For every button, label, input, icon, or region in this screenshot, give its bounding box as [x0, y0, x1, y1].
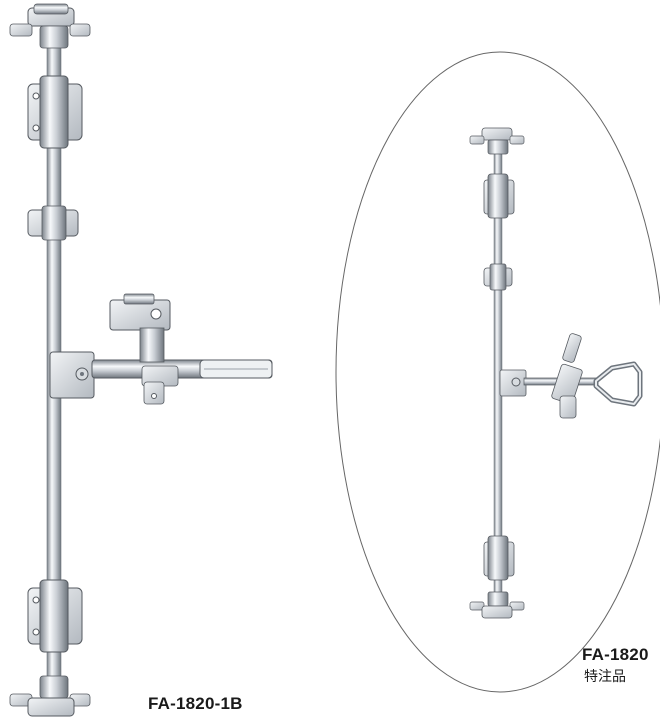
rod-bracket [483, 535, 515, 581]
custom-order-note: 特注品 [584, 669, 626, 685]
bottom-cam [9, 675, 91, 717]
lock-rod-fa-1820 [469, 127, 643, 619]
product-code-fa-1820-1b: FA-1820-1B [148, 694, 243, 713]
top-cam [469, 127, 525, 155]
rod-guide [27, 205, 79, 241]
rod-bracket [483, 173, 515, 219]
product-code-fa-1820: FA-1820 [582, 645, 649, 664]
handle-bracket [49, 351, 95, 399]
handle-keeper [109, 293, 171, 405]
rod-guide [483, 263, 513, 291]
lock-rod-fa-1820-1b [9, 3, 273, 717]
top-cam [9, 3, 91, 49]
lever-handle [91, 359, 273, 387]
bottom-cam [469, 591, 525, 619]
rod-bracket [27, 75, 83, 149]
lever-handle [523, 333, 643, 419]
highlight-ellipse [335, 51, 660, 693]
handle-bracket [499, 369, 527, 397]
rod-bracket [27, 579, 83, 653]
